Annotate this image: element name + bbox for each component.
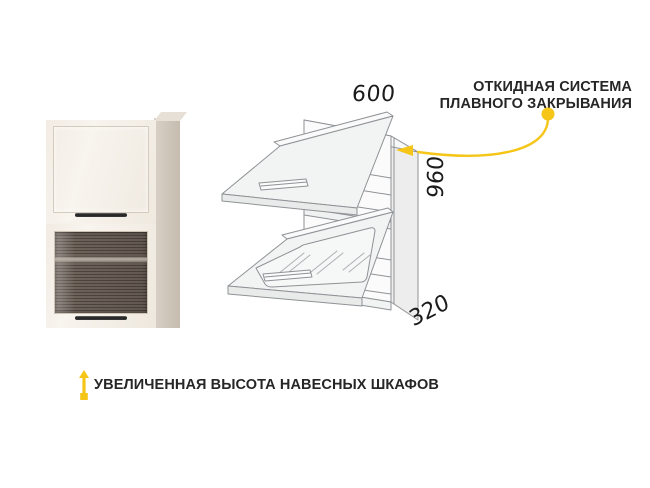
callout-line-2: ПЛАВНОГО ЗАКРЫВАНИЯ: [439, 96, 632, 112]
bottom-note-text: УВЕЛИЧЕННАЯ ВЫСОТА НАВЕСНЫХ ШКАФОВ: [94, 377, 439, 393]
cabinet-technical-drawing: [212, 96, 442, 336]
callout-line-1: ОТКИДНАЯ СИСТЕМА: [473, 79, 632, 95]
height-arrow-icon: [77, 370, 91, 402]
glass-shelf-reflection: [55, 256, 147, 264]
callout-arrow-icon: [416, 116, 550, 157]
ribbed-glass-panel: [54, 231, 148, 314]
callout-arrowhead-icon: [396, 145, 413, 156]
drawing-lower-door-bottom-edge: [227, 285, 363, 307]
callout-dot-icon: [541, 107, 555, 121]
drawing-upper-door-bottom-edge: [221, 193, 358, 216]
wall-cabinet-photo: [46, 112, 188, 328]
callout-arrow-group: [380, 100, 570, 170]
cabinet-front: [46, 120, 156, 328]
cabinet-lower-door: [46, 224, 156, 328]
lower-door-handle: [75, 316, 127, 320]
cabinet-top-panel: [154, 112, 188, 121]
drawing-lower-door-handle: [262, 269, 313, 282]
drawing-glass-reflections: [277, 250, 371, 277]
callout-text-block: ОТКИДНАЯ СИСТЕМА ПЛАВНОГО ЗАКРЫВАНИЯ: [440, 79, 632, 113]
cabinet-drawing-svg: [221, 111, 419, 321]
drawing-upper-door-handle: [258, 178, 309, 191]
upper-door-handle: [75, 213, 127, 217]
cabinet-side-panel: [154, 118, 180, 328]
cabinet-upper-door: [46, 120, 156, 222]
